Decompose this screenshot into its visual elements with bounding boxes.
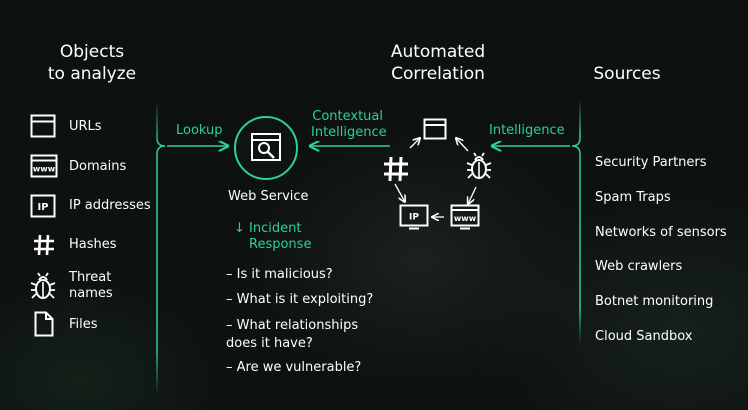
source-networks-of-sensors: Networks of sensors (595, 225, 727, 240)
object-item-domains: Domains (69, 159, 127, 174)
contextual-line-1: Contextual (312, 109, 383, 124)
cycle-arrow-1 (456, 138, 469, 152)
cycle-bug-icon (466, 152, 492, 179)
question-relationships-line-1: – What relationships (226, 318, 359, 333)
browser-window-icon (30, 114, 56, 138)
object-item-threat-names: Threat names (69, 270, 113, 302)
cycle-www-icon: www (450, 204, 480, 230)
web-service-label: Web Service (228, 189, 309, 204)
cycle-arrow-2 (468, 186, 477, 204)
right-bracket (571, 98, 581, 345)
object-item-urls: URLs (69, 119, 102, 134)
source-security-partners: Security Partners (595, 155, 707, 170)
correlation-header: Automated Correlation (368, 41, 508, 85)
cycle-hash-icon (384, 156, 408, 182)
incident-arrow: ↓ (234, 221, 245, 236)
ip-icon: IP (30, 194, 56, 218)
incident-line-1: Incident (249, 221, 302, 236)
sources-header: Sources (593, 64, 661, 84)
cycle-www-icon-text: www (454, 214, 477, 223)
www-icon: www (30, 154, 58, 178)
www-icon-text: www (33, 165, 56, 174)
question-vulnerable: – Are we vulnerable? (226, 360, 362, 375)
contextual-line-2: Intelligence (311, 125, 387, 140)
object-item-hashes: Hashes (69, 237, 117, 252)
threat-names-line-2: names (69, 286, 113, 301)
incident-line-2: Response (249, 237, 312, 252)
left-bracket (156, 100, 166, 395)
lookup-label: Lookup (176, 123, 223, 138)
cycle-arrow-4 (394, 183, 405, 202)
contextual-intelligence-label: Contextual Intelligence (311, 109, 387, 141)
question-relationships-line-2: does it have? (226, 336, 313, 351)
file-icon (34, 311, 54, 337)
question-exploiting: – What is it exploiting? (226, 292, 374, 307)
source-web-crawlers: Web crawlers (595, 259, 683, 274)
search-window-icon (234, 116, 298, 180)
intelligence-label: Intelligence (489, 123, 565, 138)
object-item-ip-addresses: IP addresses (69, 198, 151, 213)
question-malicious: – Is it malicious? (226, 267, 333, 282)
correlation-header-line-2: Correlation (391, 64, 485, 84)
hash-icon (34, 234, 54, 256)
ip-icon-text: IP (37, 202, 48, 213)
source-cloud-sandbox: Cloud Sandbox (595, 329, 693, 344)
objects-header-line-2: to analyze (47, 64, 137, 84)
cycle-arrow-5 (409, 138, 420, 149)
objects-header-line-1: Objects (59, 42, 125, 62)
bug-icon (30, 272, 56, 299)
question-relationships: – What relationships does it have? (226, 317, 358, 353)
cycle-ip-icon-text: IP (409, 213, 419, 223)
source-botnet-monitoring: Botnet monitoring (595, 294, 714, 309)
cycle-browser-window-icon (423, 118, 447, 140)
source-spam-traps: Spam Traps (595, 190, 671, 205)
object-item-files: Files (69, 317, 98, 332)
objects-header: Objects to analyze (18, 41, 166, 85)
cycle-ip-icon: IP (399, 204, 429, 230)
correlation-header-line-1: Automated (390, 42, 486, 62)
incident-response-label: Incident Response (249, 221, 311, 253)
threat-names-line-1: Threat (69, 270, 112, 285)
